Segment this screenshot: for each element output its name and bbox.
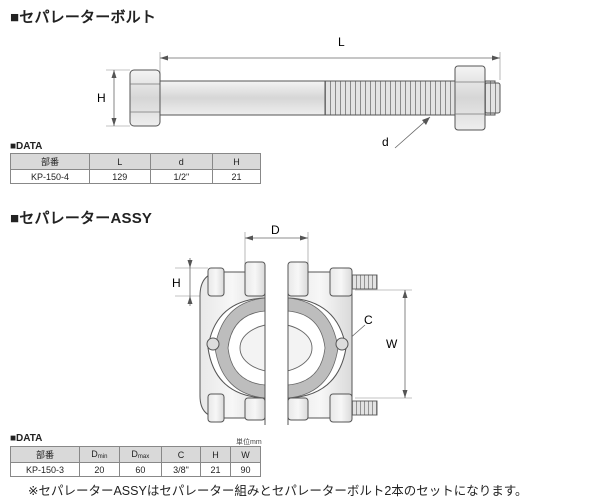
width-label: W	[386, 337, 398, 351]
unit-note: 単位mm	[236, 439, 262, 446]
table-header-cell: W	[229, 446, 262, 463]
head-height-dimension	[106, 69, 130, 127]
table-cell: 1/2"	[149, 169, 214, 184]
table-row: KP-150-3 20 60 3/8" 21 90	[10, 462, 262, 477]
assy-spec-table: 部番 Dmin Dmax C H W KP-150-3 20 60 3/8" 2…	[10, 446, 262, 477]
table-cell: 3/8"	[161, 462, 201, 477]
header-main: D	[91, 449, 98, 459]
table-cell: 90	[229, 462, 262, 477]
mounting-hole-left	[206, 337, 220, 351]
bolt-head	[129, 69, 161, 127]
top-bolt	[207, 267, 378, 297]
bolt-nut	[454, 65, 486, 131]
length-dimension	[159, 52, 501, 80]
table-cell: KP-150-3	[10, 462, 80, 477]
table-header-cell: Dmin	[79, 446, 120, 463]
opening-label: D	[271, 223, 280, 237]
table-header-cell: 部番	[10, 153, 90, 170]
opening-dimension	[244, 232, 309, 268]
table-header-cell: Dmax	[118, 446, 163, 463]
bolt-diagram: L H d	[97, 35, 501, 149]
bolt-data-label: ■DATA	[10, 141, 43, 152]
thread-diameter-label: d	[382, 135, 389, 149]
table-cell: 60	[118, 462, 163, 477]
header-sub: min	[97, 454, 108, 460]
header-main: D	[131, 449, 138, 459]
length-label: L	[338, 35, 345, 49]
assy-section-heading: ■セパレーターASSY	[10, 210, 153, 227]
width-dimension	[355, 289, 412, 399]
bolt-section-heading: ■セパレーターボルト	[10, 9, 157, 26]
bolt-thread-tip	[484, 82, 501, 114]
table-header-cell: 部番	[10, 446, 80, 463]
bolt-shank	[159, 80, 326, 116]
head-height-label: H	[97, 91, 106, 105]
bolt-spec-table: 部番 L d H KP-150-4 129 1/2" 21	[10, 153, 261, 184]
table-cell: 21	[212, 169, 261, 184]
assy-height-label: H	[172, 276, 181, 290]
separator-assy-diagram: D H W C	[172, 223, 412, 425]
separator-body	[199, 261, 353, 425]
header-sub: max	[137, 454, 150, 460]
mounting-hole-right	[335, 337, 349, 351]
table-header-row: 部番 Dmin Dmax C H W	[10, 446, 262, 463]
table-cell: 21	[200, 462, 231, 477]
bolt-size-label: C	[364, 313, 373, 327]
table-header-cell: H	[212, 153, 261, 170]
table-row: KP-150-4 129 1/2" 21	[10, 169, 261, 184]
assy-data-label: ■DATA	[10, 433, 43, 444]
table-header-cell: L	[89, 153, 151, 170]
thread-diameter-leader	[394, 116, 431, 149]
bottom-bolt	[207, 393, 378, 423]
table-cell: KP-150-4	[10, 169, 90, 184]
table-header-cell: H	[200, 446, 231, 463]
footer-note: ※セパレーターASSYはセパレーター組みとセパレーターボルト2本のセットになりま…	[28, 484, 528, 498]
table-cell: 20	[79, 462, 120, 477]
table-header-row: 部番 L d H	[10, 153, 261, 170]
assy-height-dimension	[175, 258, 208, 306]
table-cell: 129	[89, 169, 151, 184]
table-header-cell: C	[161, 446, 201, 463]
table-header-cell: d	[149, 153, 214, 170]
